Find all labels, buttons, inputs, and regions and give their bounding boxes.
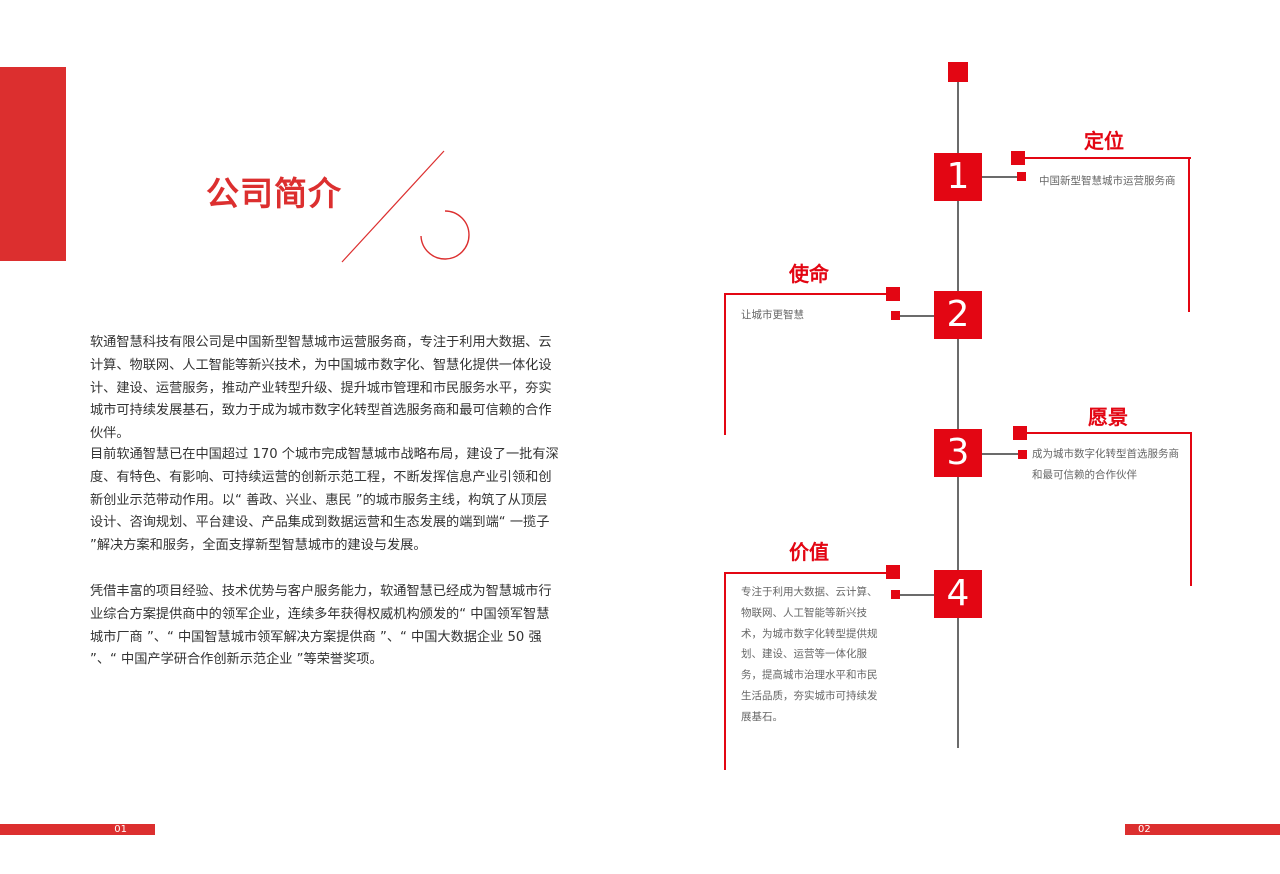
bracket-side-1: [1188, 157, 1190, 312]
section-text-vision: 成为城市数字化转型首选服务商和最可信赖的合作伙伴: [1032, 448, 1179, 481]
section-text-value: 专注于利用大数据、云计算、物联网、人工智能等新兴技术，为城市数字化转型提供规划、…: [741, 586, 878, 723]
timeline-connector-3: [982, 453, 1018, 455]
timeline-number-3: 3: [934, 429, 982, 477]
timeline-top-marker: [948, 62, 968, 82]
section-title-positioning: 定位: [1084, 129, 1124, 153]
marker-square-small-2: [891, 311, 900, 320]
timeline-number-4: 4: [934, 570, 982, 618]
page-number-bar-left: 01: [0, 824, 155, 835]
marker-square-large-4: [886, 565, 900, 579]
page-number-right: 02: [1138, 824, 1151, 835]
intro-paragraph-1: 软通智慧科技有限公司是中国新型智慧城市运营服务商，专注于利用大数据、云计算、物联…: [90, 335, 552, 442]
page-number-left: 01: [114, 824, 127, 835]
timeline-number-1: 1: [934, 153, 982, 201]
marker-square-small-1: [1017, 172, 1026, 181]
timeline-connector-4: [899, 594, 934, 596]
section-title-vision: 愿景: [1088, 405, 1128, 429]
section-title-mission: 使命: [789, 262, 829, 286]
bracket-side-3: [1190, 432, 1192, 586]
decorative-red-block: [0, 67, 66, 261]
bracket-top-3: [1027, 432, 1192, 434]
marker-square-large-2: [886, 287, 900, 301]
section-text-mission: 让城市更智慧: [741, 309, 804, 321]
marker-square-large-3: [1013, 426, 1027, 440]
page-number-bar-right: 02: [1125, 824, 1280, 835]
timeline-number-2: 2: [934, 291, 982, 339]
bracket-top-2: [724, 293, 886, 295]
marker-square-small-3: [1018, 450, 1027, 459]
timeline-connector-2: [899, 315, 934, 317]
bracket-top-1: [1025, 157, 1191, 159]
page-title: 公司简介: [206, 174, 342, 213]
intro-paragraph-2: 目前软通智慧已在中国超过 170 个城市完成智慧城市战略布局，建设了一批有深度、…: [90, 447, 559, 554]
section-title-value: 价值: [789, 540, 829, 564]
bracket-side-2: [724, 293, 726, 435]
bracket-top-4: [724, 572, 886, 574]
marker-square-large-1: [1011, 151, 1025, 165]
timeline-connector-1: [982, 176, 1017, 178]
intro-paragraph-3: 凭借丰富的项目经验、技术优势与客户服务能力，软通智慧已经成为智慧城市行业综合方案…: [90, 584, 552, 668]
marker-square-small-4: [891, 590, 900, 599]
bracket-side-4: [724, 572, 726, 770]
section-text-positioning: 中国新型智慧城市运营服务商: [1039, 175, 1176, 187]
timeline-axis: [957, 80, 959, 748]
